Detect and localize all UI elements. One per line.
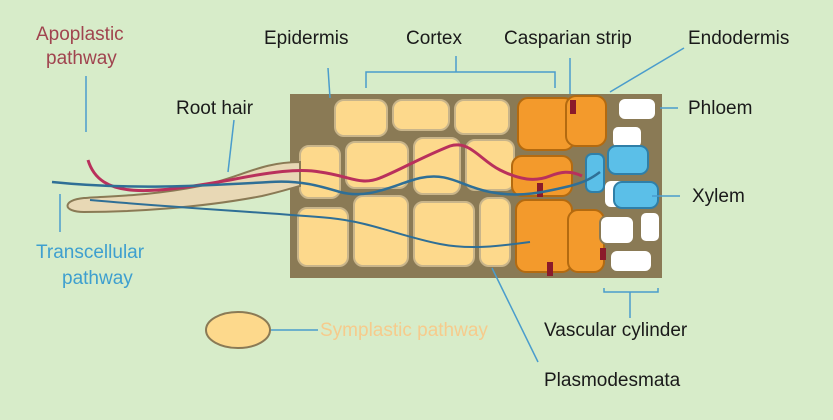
label-epidermis: Epidermis [264, 28, 348, 50]
label-casparian-strip: Casparian strip [504, 28, 632, 50]
label-vascular-cylinder: Vascular cylinder [544, 320, 687, 342]
label-cortex: Cortex [406, 28, 462, 50]
label-apoplastic-line2: pathway [46, 48, 117, 70]
label-apoplastic-line1: Apoplastic [36, 24, 124, 46]
label-phloem: Phloem [688, 98, 752, 120]
label-symplastic-pathway: Symplastic pathway [320, 320, 488, 342]
symplastic-swatch [206, 312, 270, 348]
label-endodermis: Endodermis [688, 28, 789, 50]
label-transcellular-line2: pathway [62, 268, 133, 290]
label-transcellular-line1: Transcellular [36, 242, 144, 264]
label-root-hair: Root hair [176, 98, 253, 120]
label-xylem: Xylem [692, 186, 745, 208]
label-plasmodesmata: Plasmodesmata [544, 370, 680, 392]
